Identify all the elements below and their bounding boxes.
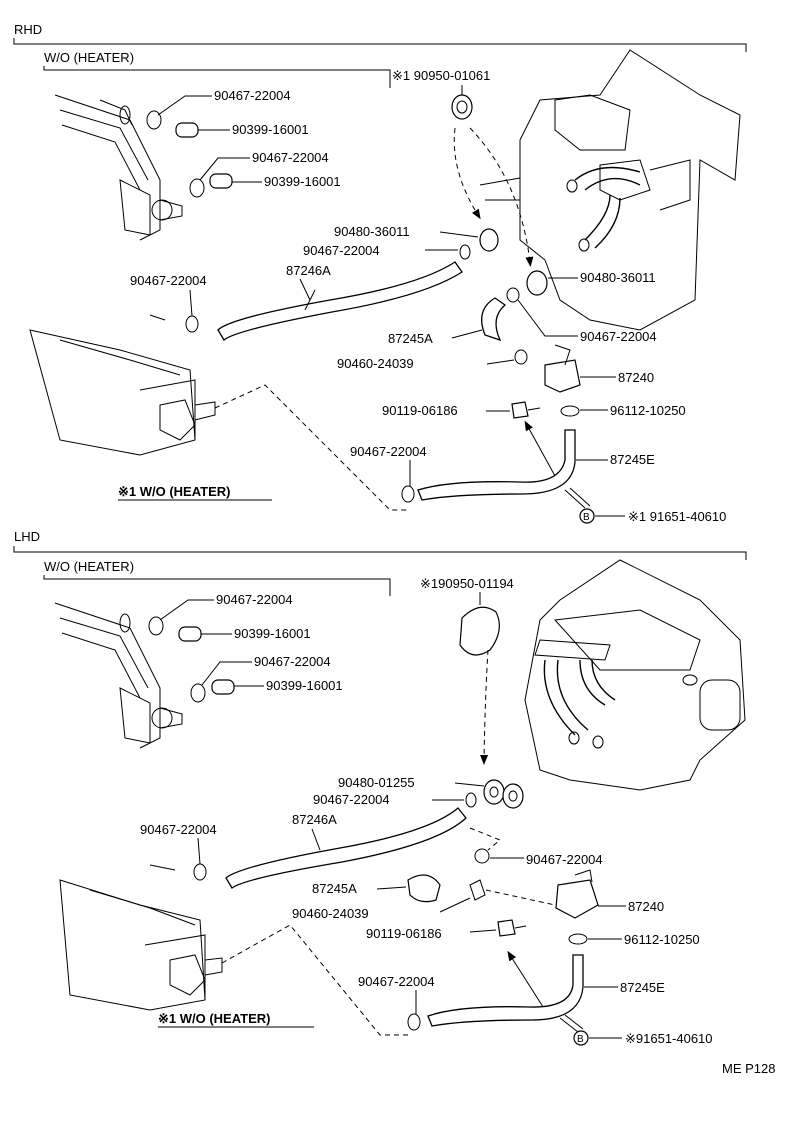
variant-bracket-lhd [43, 575, 391, 596]
page-code: ME P128 [722, 1061, 775, 1076]
clamp-plug-pair-1-rhd [146, 110, 199, 138]
note-label-rhd: ※1 W/O (HEATER) [118, 484, 230, 499]
grommet-part-rhd [451, 94, 473, 120]
clamp-d-part-lhd [474, 848, 490, 864]
radiator-sketch-rhd [54, 94, 183, 241]
valve-part-lhd [555, 879, 599, 919]
clamp-d-part-rhd [185, 315, 199, 333]
hose-87245e-rhd [417, 429, 576, 501]
clamp-plug-pair-1-lhd [148, 616, 202, 642]
callout-valve-rhd: 87240 [618, 370, 654, 385]
section-rhd: RHD W/O (HEATER) 90467-22004 90399 [13, 22, 747, 524]
clip-part-rhd [560, 405, 580, 417]
callout-valve-lhd: 87240 [628, 899, 664, 914]
callout-grommet-1-lhd: 90480-01255 [338, 775, 415, 790]
callout-clamp-d-rhd: 90467-22004 [130, 273, 207, 288]
valve-part-rhd [544, 359, 581, 393]
callout-clamp-f-rhd: 90467-22004 [350, 444, 427, 459]
heater-unit-lhd [524, 559, 746, 791]
callout-grommet-rhd: ※1 90950-01061 [392, 68, 490, 83]
section-title-rhd: RHD [14, 22, 42, 37]
callout-plug-b-rhd: 90399-16001 [264, 174, 341, 189]
section-lhd: LHD W/O (HEATER) 90467-22004 90399-16001… [13, 529, 747, 1046]
callout-clamp-a-lhd: 90467-22004 [216, 592, 293, 607]
variant-label-rhd: W/O (HEATER) [44, 50, 134, 65]
callout-clamp-a-rhd: 90467-22004 [214, 88, 291, 103]
callout-clamp-b-rhd: 90467-22004 [252, 150, 329, 165]
callout-hose-e-rhd: 87245E [610, 452, 655, 467]
variant-bracket-rhd [43, 66, 391, 88]
callout-plug-b-lhd: 90399-16001 [266, 678, 343, 693]
callout-ref-b-rhd: ※1 91651-40610 [628, 509, 726, 524]
engine-sketch-rhd [29, 314, 216, 456]
callout-clamp-e-lhd: 90467-22004 [140, 822, 217, 837]
callout-hose-b-lhd: 87245A [312, 881, 357, 896]
ref-b-marker-rhd [579, 508, 595, 524]
bolt-part-lhd [469, 879, 486, 901]
variant-label-lhd: W/O (HEATER) [44, 559, 134, 574]
grommet-1-part-lhd [483, 779, 505, 805]
callout-grommet-2-rhd: 90480-36011 [580, 270, 656, 285]
engine-sketch-lhd [59, 864, 223, 1011]
callout-clamp-e-rhd: 90467-22004 [580, 329, 657, 344]
callout-hose-a-rhd: 87246A [286, 263, 331, 278]
bolt-part-rhd [514, 349, 528, 365]
ref-b-letter-lhd: B [577, 1034, 584, 1045]
clip-part-lhd [568, 933, 588, 945]
callout-clamp-c-lhd: 90467-22004 [313, 792, 390, 807]
section-title-lhd: LHD [14, 529, 40, 544]
clamp-plug-pair-2-lhd [190, 679, 235, 703]
screw-part-lhd [497, 919, 516, 937]
callout-clamp-f-lhd: 90467-22004 [358, 974, 435, 989]
hose-87245a-lhd [407, 874, 441, 903]
callout-screw-lhd: 90119-06186 [366, 926, 442, 941]
callout-plug-a-rhd: 90399-16001 [232, 122, 309, 137]
callout-hose-a-lhd: 87246A [292, 812, 337, 827]
callout-clamp-c-rhd: 90467-22004 [303, 243, 380, 258]
callout-clamp-b-lhd: 90467-22004 [254, 654, 331, 669]
callout-grommet-1-rhd: 90480-36011 [334, 224, 410, 239]
screw-part-rhd [511, 401, 529, 419]
hose-87245a-rhd [481, 297, 507, 342]
callout-screw-rhd: 90119-06186 [382, 403, 458, 418]
clamp-plug-pair-2-rhd [189, 173, 233, 198]
callout-clip-lhd: 96112-10250 [624, 932, 700, 947]
hose-87245e-lhd [427, 954, 584, 1027]
ref-b-marker-lhd [573, 1030, 589, 1046]
callout-hose-e-lhd: 87245E [620, 980, 665, 995]
note-label-lhd: ※1 W/O (HEATER) [158, 1011, 270, 1026]
clamp-f-part-lhd [407, 1013, 421, 1031]
ref-b-letter-rhd: B [583, 512, 590, 523]
callout-clamp-d-lhd: 90467-22004 [526, 852, 603, 867]
callout-plug-a-lhd: 90399-16001 [234, 626, 311, 641]
callout-ref-b-lhd: ※91651-40610 [625, 1031, 713, 1046]
section-bracket-rhd [13, 38, 747, 52]
grommet-1-part-rhd [479, 228, 499, 252]
callout-grommet-lhd: ※190950-01194 [420, 576, 514, 591]
callout-bolt-rhd: 90460-24039 [337, 356, 414, 371]
hose-87246a-lhd [225, 807, 467, 889]
clamp-f-part-rhd [401, 485, 415, 503]
callout-bolt-lhd: 90460-24039 [292, 906, 369, 921]
callout-hose-b-rhd: 87245A [388, 331, 433, 346]
heater-unit-rhd [479, 49, 741, 331]
radiator-sketch-lhd [54, 602, 183, 749]
callout-clip-rhd: 96112-10250 [610, 403, 686, 418]
section-bracket-lhd [13, 546, 747, 560]
grommet-2-part-rhd [526, 270, 548, 296]
hose-87246a-rhd [217, 261, 463, 341]
grommet-part-lhd [459, 606, 500, 656]
clamp-e-part-lhd [193, 863, 207, 881]
